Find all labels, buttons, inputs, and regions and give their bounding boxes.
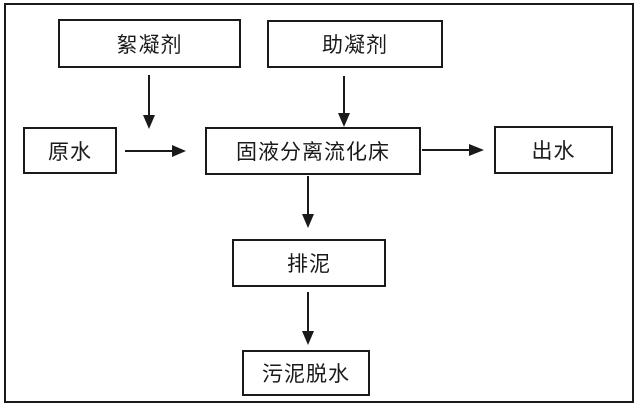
node-effluent-label: 出水 — [531, 139, 576, 163]
node-raw-water: 原水 — [23, 127, 117, 174]
arrow-fluidized-bed-to-sludge-discharge — [302, 176, 314, 228]
arrow-raw-water-to-fluidized-bed — [125, 145, 186, 157]
node-sludge-discharge-label: 排泥 — [287, 252, 331, 276]
node-raw-water-label: 原水 — [48, 139, 92, 164]
node-sludge-dewatering-label: 污泥脱水 — [262, 362, 350, 386]
figure-frame — [4, 3, 634, 403]
node-flocculant-label: 絮凝剂 — [116, 32, 183, 57]
node-flocculant: 絮凝剂 — [58, 19, 241, 68]
node-coagulant-aid: 助凝剂 — [267, 20, 443, 68]
arrow-flocculant-to-feed-line — [143, 75, 155, 129]
node-fluidized-bed: 固液分离流化床 — [205, 127, 421, 175]
arrow-fluidized-bed-to-effluent — [422, 144, 484, 156]
arrow-sludge-discharge-to-sludge-dewatering — [302, 292, 314, 345]
node-effluent: 出水 — [494, 126, 613, 174]
node-coagulant-aid-label: 助凝剂 — [322, 33, 388, 57]
node-sludge-dewatering: 污泥脱水 — [242, 350, 370, 396]
node-sludge-discharge: 排泥 — [232, 239, 386, 287]
node-fluidized-bed-label: 固液分离流化床 — [236, 140, 390, 164]
arrow-coagulant-aid-to-fluidized-bed — [338, 76, 350, 127]
